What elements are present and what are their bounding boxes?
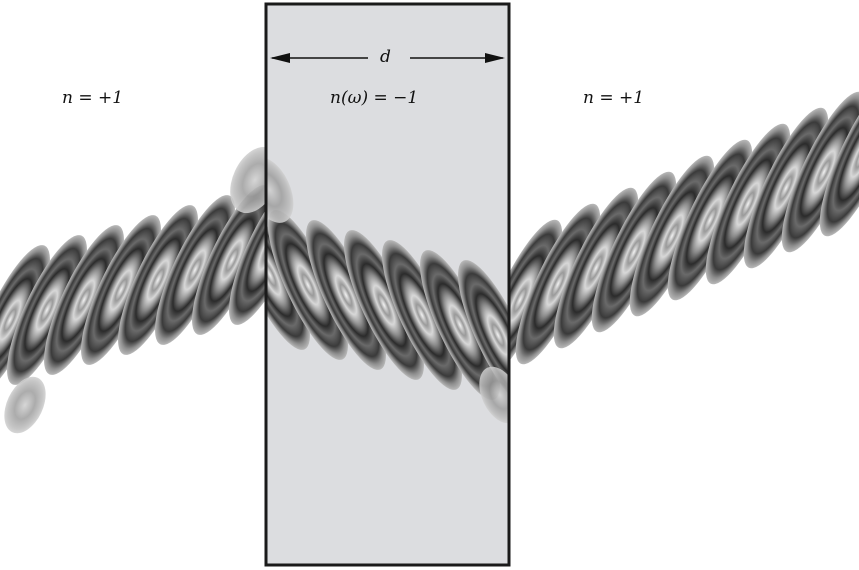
refracted-wave-in-slab [267, 157, 509, 424]
wavefront-lobe [705, 123, 791, 285]
wavefront-lobe [420, 250, 500, 400]
wavefront-lobe [118, 205, 198, 355]
slab-border [264, 2, 511, 567]
slab-medium-label: n(ω) = −1 [330, 88, 419, 108]
wavefront-lobe [306, 220, 386, 370]
incident-wave [0, 146, 266, 434]
right-medium-label: n = +1 [583, 88, 645, 108]
arrowhead-left-icon [270, 53, 290, 63]
wavefront-lobe [4, 376, 46, 434]
wavefront-lobe [230, 146, 266, 214]
wavefront-lobe [344, 230, 424, 380]
wavefront-lobe [267, 200, 310, 350]
wavefront-lobe [192, 185, 266, 335]
wavefront-lobe [7, 235, 87, 385]
wavefront-lobe [781, 91, 859, 253]
wavefront-lobe [509, 219, 563, 381]
wavefront-lobe [553, 187, 639, 349]
wavefront-lobe [382, 240, 462, 390]
arrowhead-right-icon [485, 53, 505, 63]
wavefront-lobe [591, 171, 677, 333]
thickness-arrow [270, 53, 505, 63]
wavefront-lobe [155, 195, 235, 345]
wavefront-lobe [0, 245, 50, 395]
wavefront-lobe [667, 139, 753, 301]
wavefront-lobe [629, 155, 715, 317]
left-medium-label: n = +1 [62, 88, 124, 108]
transmitted-wave [509, 75, 859, 381]
wavefront-lobe [267, 157, 294, 223]
wavefront-lobe [458, 260, 509, 410]
thickness-label: d [380, 47, 391, 67]
wavefront-lobe [268, 210, 348, 360]
wavefront-lobe [229, 175, 266, 325]
wavefront-lobe [479, 366, 509, 424]
wavefront-lobe [44, 225, 124, 375]
wavefront-lobe [743, 107, 829, 269]
wavefront-lobe [819, 75, 859, 237]
wavefront-lobe [515, 203, 601, 365]
wavefront-lobe [81, 215, 161, 365]
